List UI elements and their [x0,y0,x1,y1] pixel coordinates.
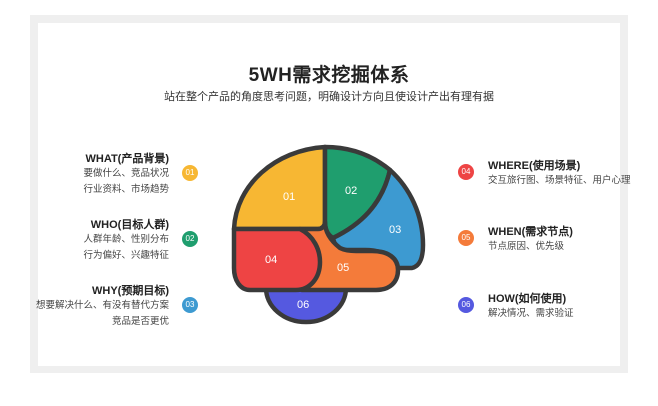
badge-03: 03 [182,297,198,313]
brain-label-02: 02 [345,185,357,197]
item-heading: WHO(目标人群) [90,219,169,231]
brain-label-01: 01 [283,191,295,203]
item-where: WHERE(使用场景) 交互旅行图、场景特征、用户心理 [488,159,631,189]
brain-label-06: 06 [297,299,309,311]
page-title: 5WH需求挖掘体系 [248,65,410,86]
badge-02: 02 [182,231,198,247]
item-heading: WHY(预期目标) [92,285,169,297]
item-desc-line: 要做什么、竞品状况 [83,168,169,179]
brain-region-01 [231,144,328,232]
badge-01: 01 [182,165,198,181]
page-subtitle: 站在整个产品的角度思考问题，明确设计方向且使设计产出有理有据 [164,91,494,103]
item-heading: WHERE(使用场景) [488,160,581,172]
item-why: WHY(预期目标) 想要解决什么、有没有替代方案 竞品是否更优 [36,284,169,330]
badge-04: 04 [458,164,474,180]
item-how: HOW(如何使用) 解决情况、需求验证 [488,292,574,322]
item-heading: WHEN(需求节点) [488,226,573,238]
item-desc-line: 交互旅行图、场景特征、用户心理 [488,175,631,186]
brain-region-06 [263,285,349,325]
item-heading: HOW(如何使用) [488,293,567,305]
item-desc-line: 想要解决什么、有没有替代方案 [35,300,169,311]
item-desc-line: 节点原因、优先级 [488,241,565,252]
item-what: WHAT(产品背景) 要做什么、竞品状况 行业资料、市场趋势 [83,152,169,198]
brain-region-04 [231,226,323,293]
item-desc-line: 人群年龄、性别分布 [83,234,169,245]
brain-label-04: 04 [265,254,277,266]
item-desc-line: 行为偏好、兴趣特征 [83,250,169,261]
brain-label-03: 03 [389,224,401,236]
item-desc-line: 解决情况、需求验证 [488,308,574,319]
brain-region-05 [297,219,401,293]
brain-label-05: 05 [337,262,349,274]
item-when: WHEN(需求节点) 节点原因、优先级 [488,225,573,255]
badge-06: 06 [458,297,474,313]
item-who: WHO(目标人群) 人群年龄、性别分布 行为偏好、兴趣特征 [83,218,169,264]
badge-05: 05 [458,230,474,246]
item-heading: WHAT(产品背景) [85,153,170,165]
item-desc-line: 行业资料、市场趋势 [83,184,169,195]
item-desc-line: 竞品是否更优 [111,316,169,327]
